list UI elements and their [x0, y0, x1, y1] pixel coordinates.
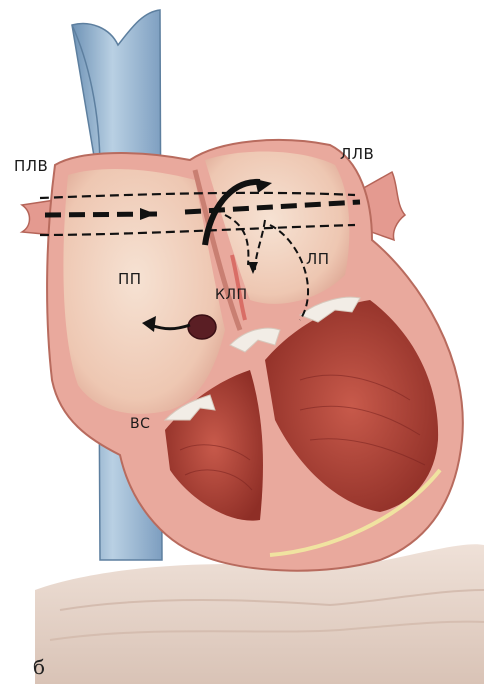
label-vs: ВС [130, 416, 150, 432]
label-lp: ЛП [306, 250, 330, 268]
label-pp: ПП [118, 270, 142, 288]
coronary-sinus [188, 315, 216, 339]
label-plv: ПЛВ [14, 157, 48, 175]
label-llv: ЛЛВ [340, 145, 374, 163]
panel-letter: б [33, 655, 45, 679]
label-klp: КЛП [215, 287, 248, 303]
